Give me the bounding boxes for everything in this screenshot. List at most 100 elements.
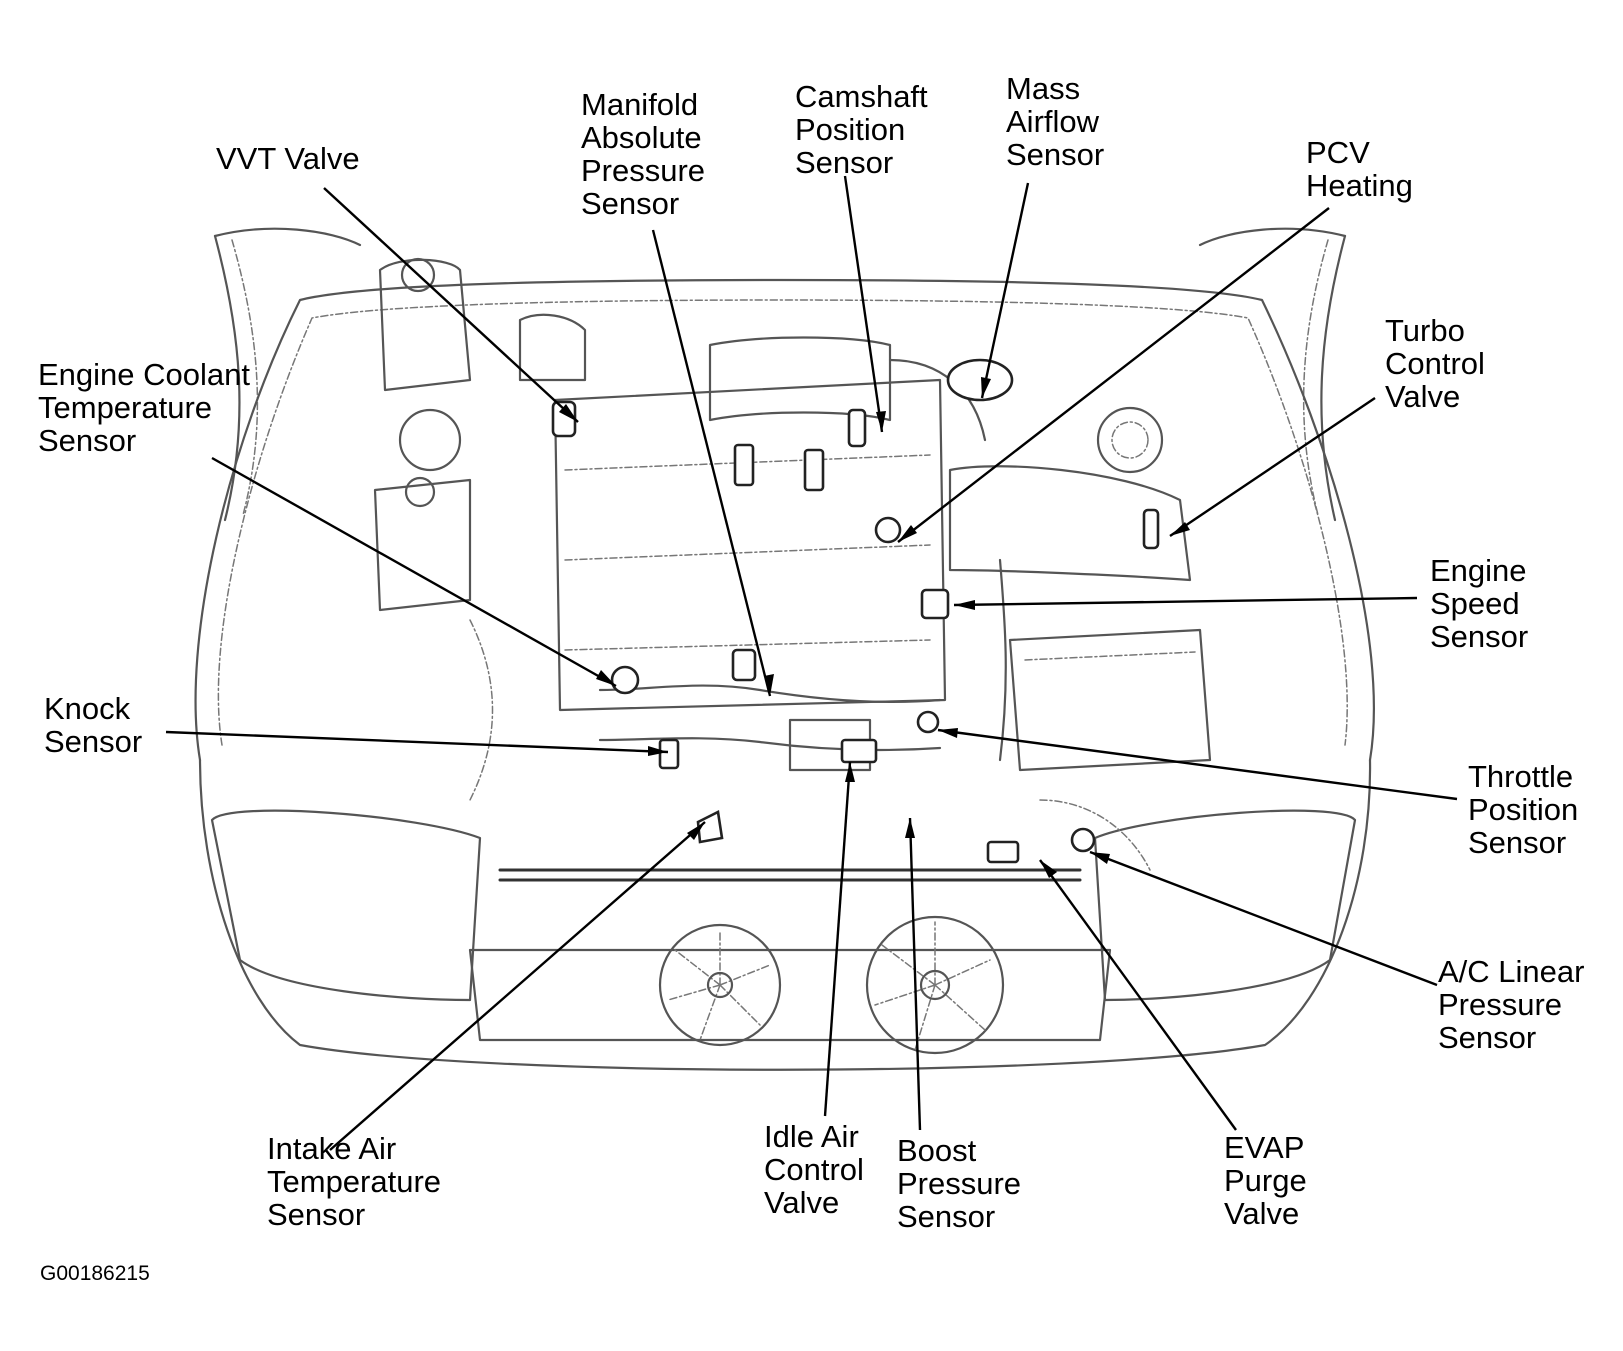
label-line: Sensor [581, 186, 680, 221]
label-line: Mass [1006, 71, 1081, 106]
leader-iat-sensor [329, 821, 706, 1151]
label-line: Position [1468, 792, 1579, 827]
leader-arrowheads [559, 377, 1190, 878]
leader-iac-valve [823, 761, 852, 1117]
ect-sensor-marker [610, 665, 640, 695]
label-line: A/C Linear [1438, 954, 1585, 989]
engine-bay-sketch [194, 227, 1376, 1071]
label-line: PCV [1306, 135, 1370, 170]
label-boost-pressure-sensor: Boost Pressure Sensor [897, 1134, 1021, 1233]
label-line: Sensor [1430, 619, 1529, 654]
leader-maf-sensor [980, 182, 1030, 399]
camshaft-sensor-marker [847, 408, 867, 448]
label-line: Engine [1430, 553, 1527, 588]
label-line: Control [764, 1152, 864, 1187]
label-line: Position [795, 112, 906, 147]
arrowhead-knock-sensor [648, 746, 668, 756]
evap-valve-marker [986, 840, 1020, 864]
arrowhead-vvt-valve [559, 404, 578, 422]
arrowhead-engine-speed-sensor [954, 600, 975, 610]
knock-sensor-marker [658, 738, 680, 770]
arrowhead-boost-sensor [905, 818, 915, 838]
iat-sensor-marker [696, 810, 724, 844]
leader-camshaft-sensor [843, 175, 884, 433]
label-intake-air-temperature-sensor: Intake Air Temperature Sensor [267, 1132, 441, 1231]
label-throttle-position-sensor: Throttle Position Sensor [1468, 760, 1578, 859]
label-pcv-heating: PCV Heating [1306, 136, 1413, 202]
label-line: Pressure [1438, 987, 1563, 1022]
ignition-coil-1-marker [733, 443, 755, 487]
label-line: Boost [897, 1133, 977, 1168]
tps-marker [916, 710, 940, 734]
arrowhead-map-sensor [764, 674, 774, 696]
arrowhead-ac-sensor [1090, 852, 1110, 864]
label-line: Knock [44, 691, 131, 726]
label-line: Speed [1430, 586, 1520, 621]
leader-vvt-valve [323, 187, 579, 423]
arrowhead-evap-valve [1040, 860, 1057, 878]
maf-sensor-marker [946, 358, 1014, 402]
pcv-heating-marker [874, 516, 902, 544]
arrowhead-iac-valve [845, 762, 855, 782]
leader-turbo-valve [1169, 397, 1376, 537]
leader-tps [937, 728, 1458, 801]
leader-pcv-heating [897, 207, 1330, 543]
engine-speed-sensor-marker [920, 588, 950, 620]
label-line: Sensor [38, 423, 137, 458]
leader-knock-sensor [165, 730, 669, 754]
label-line: Sensor [44, 724, 143, 759]
label-line: Sensor [795, 145, 894, 180]
label-vvt-valve: VVT Valve [216, 142, 360, 175]
label-line: Purge [1224, 1163, 1307, 1198]
label-line: Sensor [267, 1197, 366, 1232]
leader-ect-sensor [211, 456, 617, 688]
arrowhead-turbo-valve [1170, 522, 1190, 536]
label-camshaft-position-sensor: Camshaft Position Sensor [795, 80, 928, 179]
figure-id: G00186215 [40, 1262, 150, 1285]
label-line: Sensor [1468, 825, 1567, 860]
label-turbo-control-valve: Turbo Control Valve [1385, 314, 1485, 413]
label-evap-purge-valve: EVAP Purge Valve [1224, 1131, 1307, 1230]
label-idle-air-control-valve: Idle Air Control Valve [764, 1120, 864, 1219]
arrowhead-ect-sensor [596, 670, 616, 686]
label-ac-linear-pressure-sensor: A/C Linear Pressure Sensor [1438, 955, 1584, 1054]
label-engine-coolant-temperature-sensor: Engine Coolant Temperature Sensor [38, 358, 250, 457]
iac-valve-marker [840, 738, 878, 764]
label-line: Valve [764, 1185, 840, 1220]
label-line: Manifold [581, 87, 699, 122]
leader-lines [165, 175, 1458, 1151]
label-mass-airflow-sensor: Mass Airflow Sensor [1006, 72, 1104, 171]
label-line: Valve [1224, 1196, 1300, 1231]
label-line: Airflow [1006, 104, 1100, 139]
label-line: Temperature [267, 1164, 442, 1199]
label-line: Sensor [1438, 1020, 1537, 1055]
label-line: Idle Air [764, 1119, 859, 1154]
arrowhead-camshaft-sensor [876, 411, 886, 432]
label-line: Turbo [1385, 313, 1465, 348]
label-line: Engine Coolant [38, 357, 250, 392]
label-line: Control [1385, 346, 1485, 381]
label-engine-speed-sensor: Engine Speed Sensor [1430, 554, 1528, 653]
label-line: VVT Valve [216, 141, 360, 176]
label-line: Heating [1306, 168, 1413, 203]
ac-sensor-marker [1070, 827, 1096, 853]
component-markers [551, 358, 1160, 864]
arrowhead-maf-sensor [981, 377, 991, 398]
label-line: Sensor [1006, 137, 1105, 172]
arrowhead-pcv-heating [898, 525, 917, 542]
label-line: Camshaft [795, 79, 928, 114]
leader-evap-valve [1039, 859, 1237, 1131]
label-line: Temperature [38, 390, 213, 425]
leader-map-sensor [651, 229, 772, 697]
label-line: EVAP [1224, 1130, 1305, 1165]
arrowhead-tps [938, 728, 958, 738]
leader-engine-speed-sensor [953, 596, 1418, 607]
label-line: Intake Air [267, 1131, 397, 1166]
map-sensor-marker [731, 648, 757, 682]
arrowhead-iat-sensor [687, 822, 705, 840]
label-line: Sensor [897, 1199, 996, 1234]
label-line: Valve [1385, 379, 1461, 414]
label-line: Absolute [581, 120, 702, 155]
